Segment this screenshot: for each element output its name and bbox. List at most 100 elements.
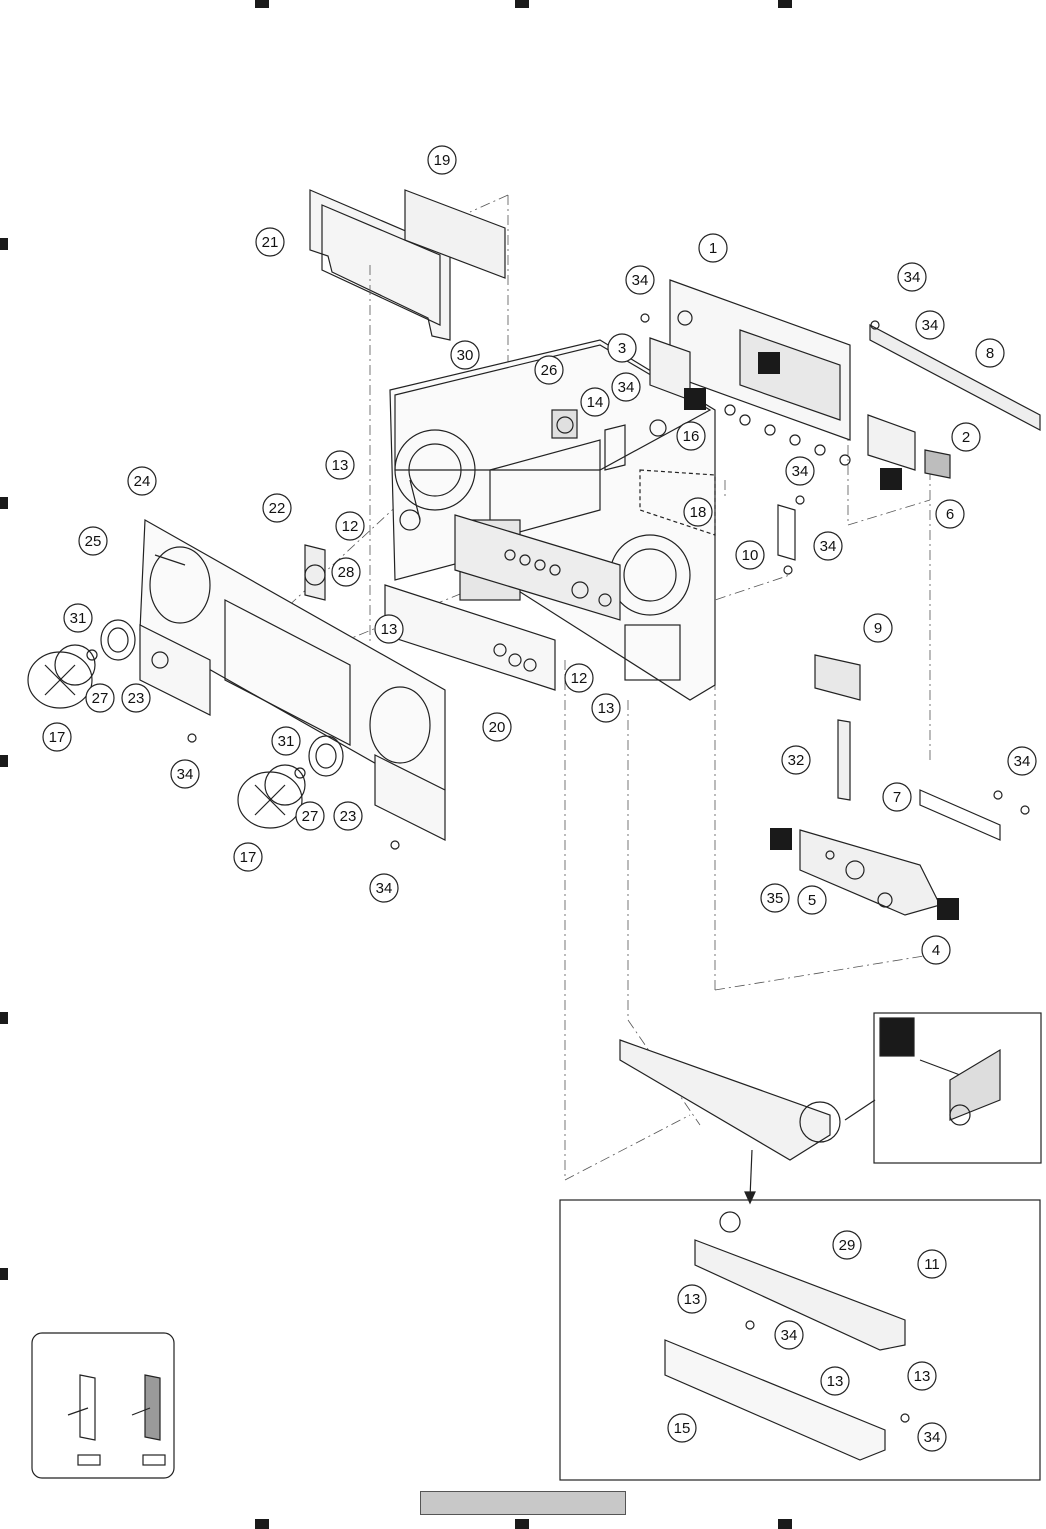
callout-circle xyxy=(271,726,301,756)
callout-34: 34 xyxy=(813,531,843,561)
callout-label: 27 xyxy=(92,690,109,707)
callout-circle xyxy=(427,145,457,175)
callout-circle xyxy=(760,883,790,913)
callout-label: 6 xyxy=(946,506,954,523)
callout-6: 6 xyxy=(935,499,965,529)
callout-circle xyxy=(921,935,951,965)
page-frame-marks xyxy=(0,0,792,1529)
callout-label: 34 xyxy=(376,880,393,897)
callout-label: 19 xyxy=(434,152,451,169)
callout-label: 10 xyxy=(742,547,759,564)
callout-circle xyxy=(882,782,912,812)
callout-5: 5 xyxy=(797,885,827,915)
callout-label: 13 xyxy=(827,1373,844,1390)
callout-label: 24 xyxy=(134,473,151,490)
callout-circle xyxy=(335,511,365,541)
callout-label: 23 xyxy=(128,690,145,707)
callout-label: 31 xyxy=(278,733,295,750)
callout-circle xyxy=(482,712,512,742)
callout-circle xyxy=(369,873,399,903)
callout-label: 13 xyxy=(914,1368,931,1385)
callout-label: 34 xyxy=(792,463,809,480)
left-lower-door xyxy=(139,624,211,716)
callout-label: 34 xyxy=(632,272,649,289)
callout-21: 21 xyxy=(255,227,285,257)
callout-12: 12 xyxy=(564,663,594,693)
sheet-6 xyxy=(924,449,951,479)
pcb-2 xyxy=(867,414,916,471)
knob-rings xyxy=(86,619,344,779)
callout-circle xyxy=(374,614,404,644)
callout-label: 17 xyxy=(240,849,257,866)
callout-label: 13 xyxy=(332,457,349,474)
callout-19: 19 xyxy=(427,145,457,175)
callout-9: 9 xyxy=(863,613,893,643)
callout-circle xyxy=(935,499,965,529)
callout-circle xyxy=(580,387,610,417)
callout-label: 30 xyxy=(457,347,474,364)
callout-circle xyxy=(917,1249,947,1279)
callout-label: 12 xyxy=(342,518,359,535)
callout-label: 12 xyxy=(571,670,588,687)
callout-23: 23 xyxy=(333,801,363,831)
callout-label: 11 xyxy=(924,1256,940,1273)
callout-label: 28 xyxy=(338,564,355,581)
callout-label: 7 xyxy=(893,789,901,806)
callout-label: 1 xyxy=(709,240,717,257)
callout-circle xyxy=(1007,746,1037,776)
knob-left xyxy=(27,644,96,709)
callout-circle xyxy=(233,842,263,872)
cable-32 xyxy=(837,719,851,801)
callout-circle xyxy=(78,526,108,556)
enlarged-assembly-view xyxy=(559,1199,1041,1481)
callout-label: 18 xyxy=(690,504,707,521)
callout-label: 25 xyxy=(85,533,102,550)
callout-label: 16 xyxy=(683,428,700,445)
callout-circle xyxy=(564,663,594,693)
callout-label: 8 xyxy=(986,345,994,362)
bracket-14 xyxy=(604,424,626,471)
jack-16 xyxy=(649,419,667,437)
callout-circle xyxy=(625,265,655,295)
callout-label: 34 xyxy=(1014,753,1031,770)
callout-31: 31 xyxy=(271,726,301,756)
callout-circle xyxy=(813,531,843,561)
callout-circle xyxy=(781,745,811,775)
callout-label: 29 xyxy=(839,1237,856,1254)
callout-circle xyxy=(331,557,361,587)
callout-label: 34 xyxy=(922,317,939,334)
callout-circle xyxy=(333,801,363,831)
callout-circle xyxy=(735,540,765,570)
callout-31: 31 xyxy=(63,603,93,633)
callout-34: 34 xyxy=(915,310,945,340)
callout-12: 12 xyxy=(335,511,365,541)
callout-30: 30 xyxy=(450,340,480,370)
callout-circle xyxy=(611,372,641,402)
callout-4: 4 xyxy=(921,935,951,965)
callout-10: 10 xyxy=(735,540,765,570)
callout-label: 13 xyxy=(598,700,615,717)
callout-34: 34 xyxy=(917,1422,947,1452)
callout-circle xyxy=(832,1230,862,1260)
callout-label: 13 xyxy=(381,621,398,638)
callout-label: 34 xyxy=(177,766,194,783)
callout-circle xyxy=(295,801,325,831)
callout-28: 28 xyxy=(331,557,361,587)
callout-label: 4 xyxy=(932,942,940,959)
callout-23: 23 xyxy=(121,683,151,713)
callout-34: 34 xyxy=(369,873,399,903)
callout-34: 34 xyxy=(785,456,815,486)
callout-label: 20 xyxy=(489,719,506,736)
callout-14: 14 xyxy=(580,387,610,417)
callout-label: 17 xyxy=(49,729,66,746)
bracket-7 xyxy=(919,789,1001,841)
callout-circle xyxy=(917,1422,947,1452)
callout-1: 1 xyxy=(698,233,728,263)
callout-27: 27 xyxy=(295,801,325,831)
callout-25: 25 xyxy=(78,526,108,556)
callout-17: 17 xyxy=(233,842,263,872)
callout-26: 26 xyxy=(534,355,564,385)
knob-right xyxy=(237,764,306,829)
